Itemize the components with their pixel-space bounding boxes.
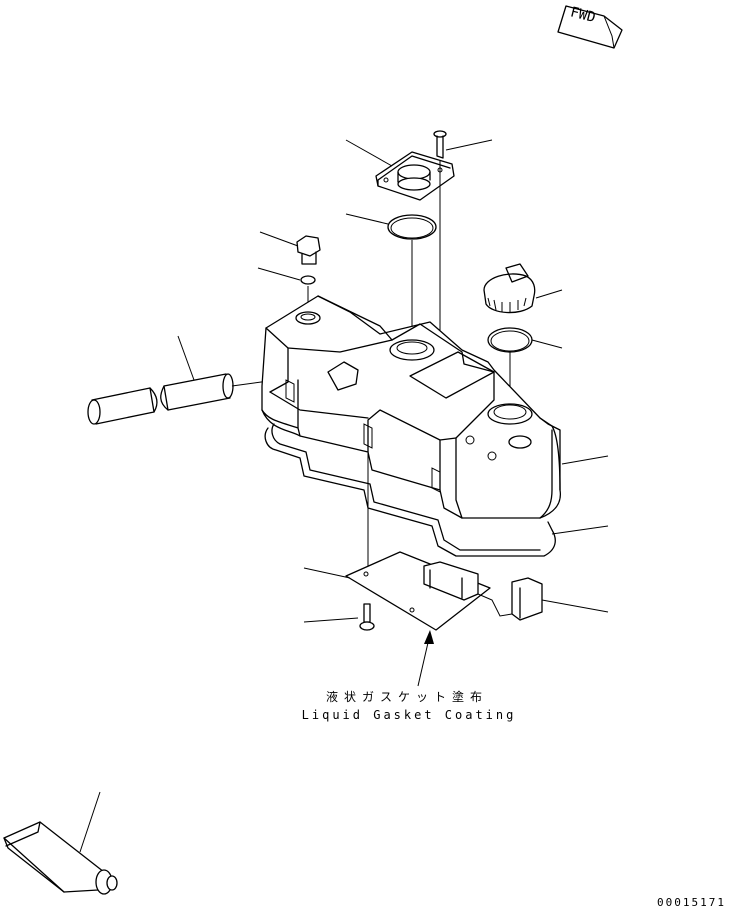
- plug-bolt: [259, 231, 321, 265]
- bracket-bolt: [303, 603, 375, 631]
- plate-bolt: [433, 130, 493, 345]
- cylinder-head-cover: [261, 295, 609, 519]
- note-english: Liquid Gasket Coating: [301, 708, 517, 722]
- drawing-number: 00015171: [657, 896, 726, 909]
- liquid-gasket-tube: [3, 791, 118, 895]
- breather-hose: [87, 335, 335, 425]
- note-leader-arrow: [417, 630, 434, 687]
- oil-filler-cap: [483, 263, 563, 314]
- connector-clip: [423, 561, 609, 621]
- plate-o-ring: [345, 213, 437, 336]
- cover-plate: [345, 139, 455, 201]
- head-cover-gasket: [264, 423, 609, 570]
- note-japanese: 液状ガスケット塗布: [325, 690, 488, 704]
- bracket-plate: [303, 551, 491, 631]
- fwd-arrow-icon: [557, 5, 623, 49]
